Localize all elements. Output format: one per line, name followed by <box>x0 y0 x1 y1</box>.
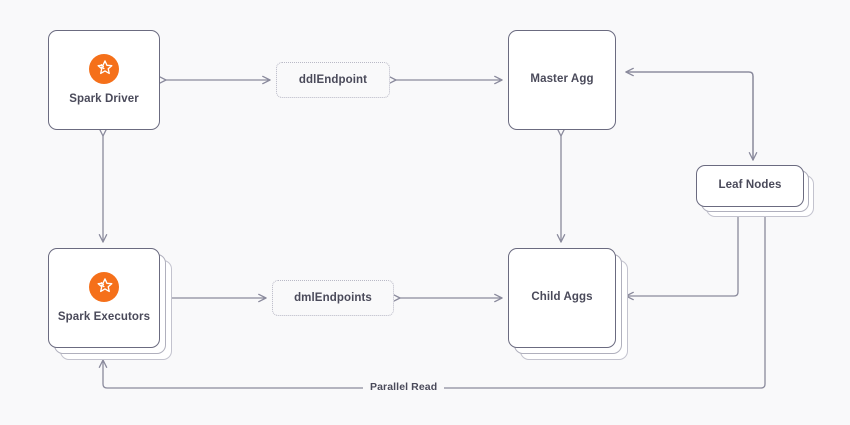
node-label: Child Aggs <box>531 291 593 304</box>
spark-logo-icon <box>89 271 119 302</box>
node-label: Spark Driver <box>69 92 139 105</box>
node-spark-executors[interactable]: Spark Executors <box>48 248 160 348</box>
wire-child-to-leaf <box>625 211 739 301</box>
node-label: Spark Executors <box>57 310 151 323</box>
spark-logo-icon <box>89 53 119 84</box>
node-child-aggs[interactable]: Child Aggs <box>508 248 616 348</box>
node-label: Leaf Nodes <box>718 179 782 192</box>
wire-master-to-leaf <box>625 71 758 161</box>
node-label: Master Agg <box>530 73 594 86</box>
node-spark-driver[interactable]: Spark Driver <box>48 30 160 130</box>
endpoint-dml[interactable]: dmlEndpoints <box>272 280 394 316</box>
wire-leaf-to-master <box>625 67 754 161</box>
wire-parallel-read <box>98 211 766 389</box>
node-master-agg[interactable]: Master Agg <box>508 30 616 130</box>
wire-label-parallel-read: Parallel Read <box>363 381 445 393</box>
endpoint-ddl[interactable]: ddlEndpoint <box>276 62 390 98</box>
endpoint-label: ddlEndpoint <box>298 74 368 86</box>
endpoint-label: dmlEndpoints <box>294 292 372 304</box>
node-leaf-nodes[interactable]: Leaf Nodes <box>696 165 804 207</box>
